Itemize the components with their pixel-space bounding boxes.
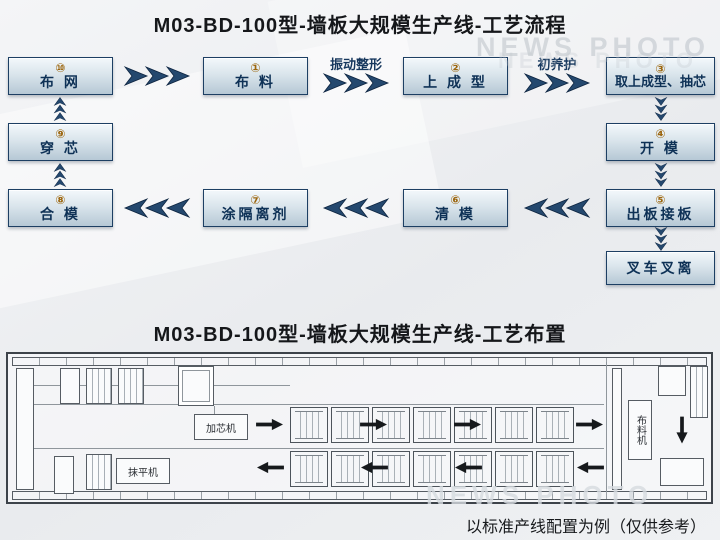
node-number: ③ [655, 61, 666, 76]
footnote: 以标准产线配置为例（仅供参考） [465, 519, 706, 536]
left-elevator-unit [16, 368, 34, 490]
mold-pallet [536, 407, 574, 443]
flow-arrow-down-icon [648, 96, 674, 122]
flow-arrow-right-icon [320, 72, 392, 94]
flow-arrow-up-icon [47, 162, 73, 188]
flow-arrow-left-icon [121, 197, 193, 219]
flow-node-6-qing-mo: ⑥ 清 模 [403, 189, 508, 227]
node-label: 出板接板 [626, 205, 695, 222]
equipment-box [658, 366, 686, 396]
line-arrow-down-icon [668, 416, 696, 444]
edge-label-vibration: 振动整形 [329, 57, 382, 72]
flow-arrow-left-icon [320, 197, 392, 219]
node-label: 上 成 型 [423, 73, 488, 90]
flow-arrow-down-icon [648, 162, 674, 188]
mold-pallet [413, 407, 451, 443]
conveyor-rail-bottom [12, 491, 707, 500]
flow-node-forklift: 叉车叉离 [606, 251, 715, 285]
line-arrow-right-icon [576, 418, 604, 431]
line-arrow-left-icon [576, 461, 604, 474]
node-label: 清 模 [435, 205, 476, 222]
line-arrow-left-icon [256, 461, 284, 474]
mold-pallet [290, 451, 328, 487]
mold-pallet [495, 407, 533, 443]
node-number: ④ [655, 127, 666, 142]
troweling-machine: 抹平机 [116, 458, 170, 484]
node-number: ⑦ [250, 193, 261, 208]
flow-node-8-he-mo: ⑧ 合 模 [8, 189, 113, 227]
equipment-box [178, 366, 214, 406]
mold-pallet [372, 451, 410, 487]
flow-arrow-left-icon [521, 197, 593, 219]
line-arrow-right-icon [360, 418, 388, 431]
node-label: 叉车叉离 [626, 259, 695, 276]
conveyor-line-top [34, 404, 604, 405]
node-number: ⑨ [55, 127, 66, 142]
equipment-box [60, 368, 80, 404]
node-label: 涂隔离剂 [221, 205, 290, 222]
flow-arrow-up-icon [47, 96, 73, 122]
flow-node-2-shang-cheng-xing: ② 上 成 型 [403, 57, 508, 95]
flow-node-5-chu-ban-jie-ban: ⑤ 出板接板 [606, 189, 715, 227]
conveyor-line-bottom [34, 448, 604, 449]
mold-pallet [290, 407, 328, 443]
equipment-box [54, 456, 74, 494]
layout-drawing: 加芯机 抹平机 [6, 352, 713, 504]
flow-node-3-qu-shang-cheng-xing: ③ 取上成型、抽芯 [606, 57, 715, 95]
machine-label: 布料机 [634, 415, 646, 445]
node-label: 开 模 [640, 139, 681, 156]
node-number: ⑩ [55, 61, 66, 76]
flow-title: M03-BD-100型-墙板大规模生产线-工艺流程 [153, 15, 567, 37]
node-label: 布 料 [235, 73, 276, 90]
right-transfer-unit [612, 368, 622, 490]
flow-node-4-kai-mo: ④ 开 模 [606, 123, 715, 161]
edge-label-curing: 初养护 [537, 57, 577, 72]
node-number: ⑤ [655, 193, 666, 208]
flow-node-9-chuan-xin: ⑨ 穿 芯 [8, 123, 113, 161]
flow-arrow-right-icon [121, 65, 193, 87]
node-number: ① [250, 61, 261, 76]
mold-pallet [536, 451, 574, 487]
node-number: ⑧ [55, 193, 66, 208]
machine-label: 抹平机 [128, 467, 158, 479]
line-arrow-right-icon [256, 418, 284, 431]
connector-line [214, 406, 215, 414]
line-arrow-left-icon [360, 461, 388, 474]
conveyor-rail-top [12, 357, 707, 366]
flow-node-1-bu-liao: ① 布 料 [203, 57, 308, 95]
mold-pallet [413, 451, 451, 487]
mold-pallet [495, 451, 533, 487]
distributor-machine: 布料机 [628, 400, 652, 460]
mold-pallet [331, 451, 369, 487]
equipment-box [690, 366, 708, 418]
flow-node-7-tu-ge-li-ji: ⑦ 涂隔离剂 [203, 189, 308, 227]
flow-arrow-down-icon [648, 226, 674, 252]
equipment-box [660, 458, 704, 486]
divider-line [606, 362, 607, 492]
node-label: 布 网 [40, 73, 81, 90]
equipment-box [86, 454, 112, 490]
line-arrow-left-icon [454, 461, 482, 474]
flow-node-10-bu-wang: ⑩ 布 网 [8, 57, 113, 95]
node-label: 取上成型、抽芯 [614, 74, 706, 90]
machine-label: 加芯机 [206, 423, 236, 435]
line-arrow-right-icon [454, 418, 482, 431]
node-number: ⑥ [450, 193, 461, 208]
equipment-box [86, 368, 112, 404]
layout-title: M03-BD-100型-墙板大规模生产线-工艺布置 [153, 324, 567, 346]
node-number: ② [450, 61, 461, 76]
node-label: 穿 芯 [40, 139, 81, 156]
guide-line [34, 385, 290, 386]
equipment-box [118, 368, 144, 404]
core-adding-machine: 加芯机 [194, 414, 248, 440]
flow-arrow-right-icon [521, 72, 593, 94]
node-label: 合 模 [40, 205, 81, 222]
